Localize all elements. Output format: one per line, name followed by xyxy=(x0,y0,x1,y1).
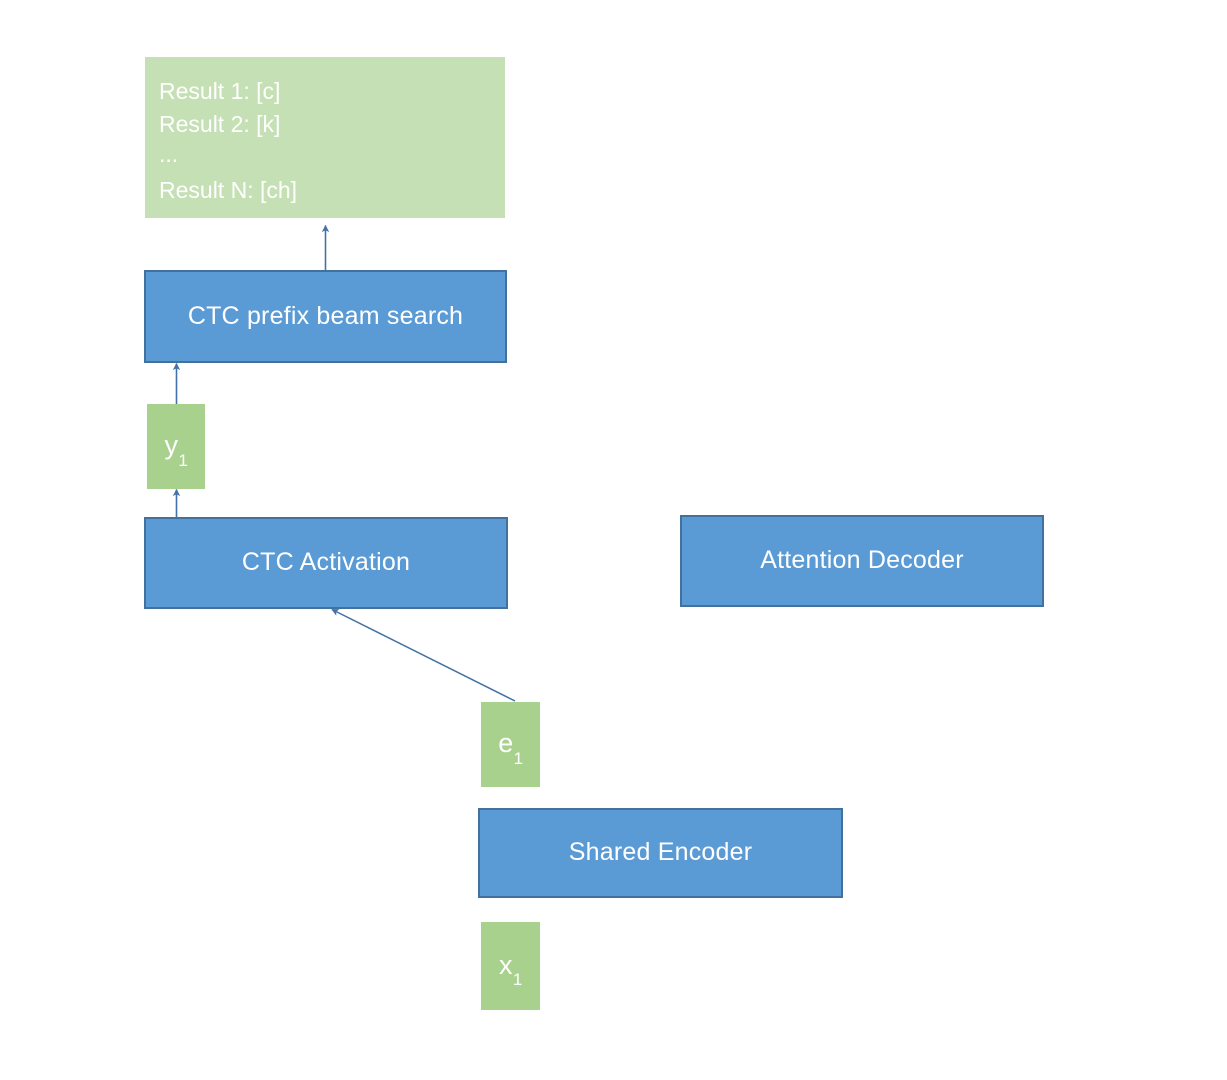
shared-encoder-label: Shared Encoder xyxy=(568,838,753,867)
ctc-activation-label: CTC Activation xyxy=(241,548,411,577)
x1-base: x xyxy=(499,949,513,980)
x1-subscript: 1 xyxy=(512,970,523,990)
e1-subscript: 1 xyxy=(513,748,524,768)
y1-variable-box: y1 xyxy=(147,404,205,489)
ctc-activation-box[interactable]: CTC Activation xyxy=(144,517,508,609)
x1-label: x1 xyxy=(499,949,522,988)
result-line-n: Result N: [ch] xyxy=(159,177,298,203)
attention-decoder-label: Attention Decoder xyxy=(760,546,964,575)
result-line-ellipsis: ... xyxy=(159,141,179,167)
results-panel: Result 1: [c] Result 2: [k] ... Result N… xyxy=(145,57,505,218)
y1-base: y xyxy=(164,430,179,461)
y1-subscript: 1 xyxy=(178,450,188,470)
shared-encoder-box[interactable]: Shared Encoder xyxy=(478,808,843,898)
x1-variable-box: x1 xyxy=(481,922,540,1010)
e1-label: e1 xyxy=(498,727,523,766)
y1-label: y1 xyxy=(164,429,188,468)
e1-base: e xyxy=(498,728,514,759)
edge-e1-to-ctc-activation xyxy=(331,608,516,702)
ctc-prefix-beam-search-label: CTC prefix beam search xyxy=(187,301,464,330)
attention-decoder-box[interactable]: Attention Decoder xyxy=(680,515,1044,607)
e1-variable-box: e1 xyxy=(481,702,540,787)
ctc-prefix-beam-search-box[interactable]: CTC prefix beam search xyxy=(144,270,507,363)
result-line-2: Result 2: [k] xyxy=(159,111,281,137)
result-line-1: Result 1: [c] xyxy=(159,78,281,104)
